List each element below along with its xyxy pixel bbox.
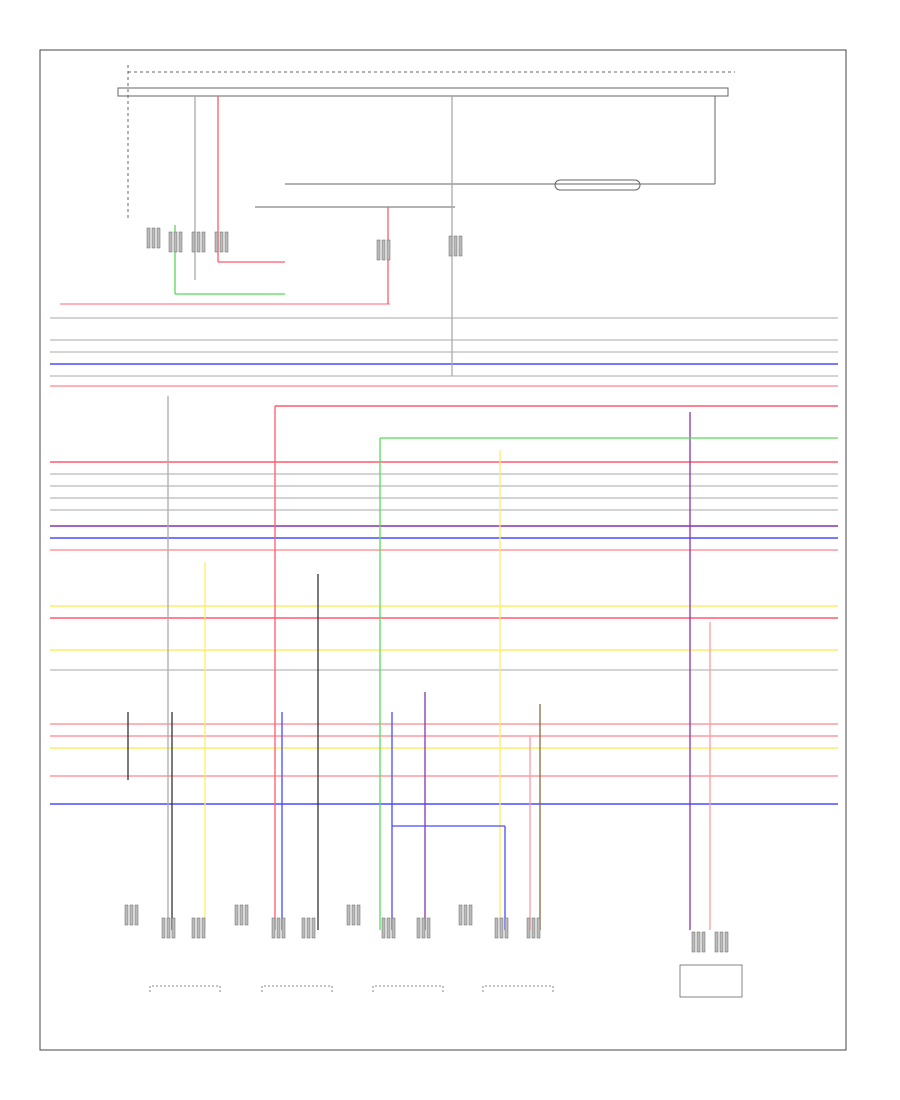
connector-12 — [301, 917, 316, 939]
connector-15 — [416, 917, 431, 939]
connector-14 — [381, 917, 396, 939]
wheel-speed-sensor-1 — [149, 985, 221, 992]
connector-6 — [448, 235, 463, 257]
vertical-wires — [127, 96, 838, 930]
bus-lines — [50, 303, 838, 805]
control-module — [679, 964, 743, 998]
power-distribution-block — [117, 65, 735, 220]
connector-2 — [168, 231, 183, 253]
connector-5 — [376, 239, 391, 261]
connector-16 — [458, 904, 473, 926]
connector-8 — [161, 917, 176, 939]
connector-1 — [146, 227, 161, 249]
connector-11 — [271, 917, 286, 939]
connector-17 — [494, 917, 509, 939]
wheel-speed-sensor-2 — [261, 985, 333, 992]
diagram-border — [39, 49, 847, 1051]
connector-18 — [526, 917, 541, 939]
wheel-speed-sensor-3 — [372, 985, 444, 992]
connector-20 — [714, 931, 729, 953]
components — [149, 964, 743, 998]
connector-10 — [234, 904, 249, 926]
wheel-speed-sensor-4 — [482, 985, 554, 992]
connector-19 — [691, 931, 706, 953]
connector-4 — [214, 231, 229, 253]
connector-13 — [346, 904, 361, 926]
connector-7 — [124, 904, 139, 926]
connector-pins — [124, 227, 729, 953]
connector-9 — [191, 917, 206, 939]
connector-3 — [191, 231, 206, 253]
